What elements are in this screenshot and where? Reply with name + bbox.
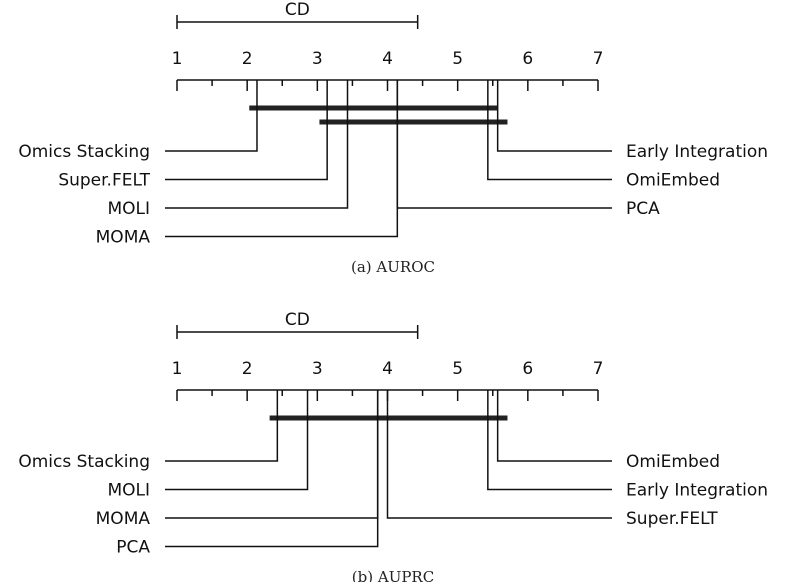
method-connector-left — [165, 390, 279, 462]
method-label-right: OmiEmbed — [626, 171, 720, 191]
method-label-right: PCA — [626, 199, 660, 219]
method-connector-left — [165, 80, 328, 181]
method-label-right: Super.FELT — [626, 509, 718, 529]
tick-label: 1 — [172, 359, 183, 379]
method-label-right: Early Integration — [626, 481, 768, 501]
method-connector-right — [386, 390, 612, 519]
chart-caption: (b) AUPRC — [352, 568, 434, 582]
method-connector-right — [396, 80, 612, 209]
tick-label: 4 — [382, 49, 393, 69]
tick-label: 6 — [522, 359, 533, 379]
method-connector-right — [496, 390, 612, 462]
method-label-left: Omics Stacking — [18, 142, 150, 162]
tick-label: 4 — [382, 359, 393, 379]
tick-label: 3 — [312, 359, 323, 379]
method-connector-left — [165, 390, 379, 519]
method-connector-left — [165, 80, 399, 238]
method-label-left: MOMA — [96, 509, 151, 529]
method-connector-left — [165, 390, 309, 491]
method-connector-right — [487, 80, 612, 181]
tick-label: 5 — [452, 359, 463, 379]
tick-label: 7 — [593, 49, 604, 69]
method-label-left: PCA — [116, 538, 150, 558]
chart-caption: (a) AUROC — [351, 258, 435, 276]
method-connector-right — [496, 80, 612, 152]
method-label-left: MOLI — [107, 199, 150, 219]
tick-label: 6 — [522, 49, 533, 69]
tick-label: 2 — [242, 49, 253, 69]
method-label-left: Omics Stacking — [18, 452, 150, 472]
cd-label: CD — [285, 0, 310, 20]
method-label-left: MOLI — [107, 481, 150, 501]
tick-label: 7 — [593, 359, 604, 379]
method-label-right: Early Integration — [626, 142, 768, 162]
method-label-left: Super.FELT — [58, 171, 150, 191]
tick-label: 2 — [242, 359, 253, 379]
method-label-left: MOMA — [96, 228, 151, 248]
method-connector-left — [165, 80, 258, 152]
method-connector-right — [487, 390, 612, 491]
cd-label: CD — [285, 310, 310, 330]
method-connector-left — [165, 390, 379, 548]
tick-label: 1 — [172, 49, 183, 69]
tick-label: 3 — [312, 49, 323, 69]
method-connector-left — [165, 80, 349, 209]
tick-label: 5 — [452, 49, 463, 69]
method-label-right: OmiEmbed — [626, 452, 720, 472]
